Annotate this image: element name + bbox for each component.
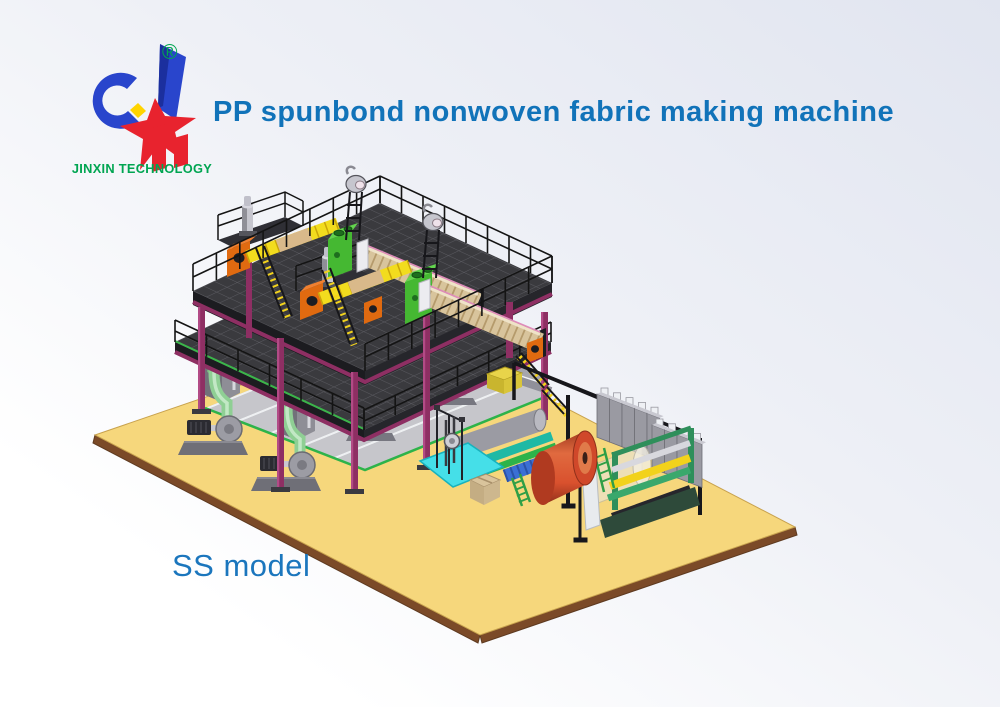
- guard-railings: [192, 175, 553, 371]
- melt-pump-1: [364, 296, 382, 324]
- electrical-cabinets: [596, 387, 707, 488]
- column: [345, 372, 364, 494]
- logo-blue-blade-facet: [158, 44, 170, 108]
- quench-blower-1: [178, 366, 248, 455]
- registered-mark: ®: [162, 41, 178, 64]
- logo-yellow-diamond: [130, 103, 146, 118]
- web-former: [418, 405, 505, 488]
- model-label: SS model: [172, 548, 311, 583]
- access-ladder-2: [321, 267, 359, 347]
- column: [541, 312, 548, 420]
- melt-pump-2: [527, 337, 543, 363]
- logo-red-leg-2: [174, 134, 188, 168]
- packing-box: [468, 473, 502, 505]
- jumbo-fabric-roll: [531, 430, 598, 505]
- brand-name: JINXIN TECHNOLOGY: [71, 161, 213, 176]
- side-staircase: [515, 352, 570, 418]
- access-ladder-1: [255, 245, 293, 321]
- column: [417, 315, 436, 470]
- step-ladder: [510, 473, 532, 507]
- page-title: PP spunbond nonwoven fabric making machi…: [213, 96, 895, 128]
- column: [246, 260, 252, 338]
- logo-red-leg: [152, 124, 166, 172]
- platform-green-trim: [204, 393, 551, 472]
- mast-fan-1: [345, 165, 367, 241]
- column: [271, 338, 290, 492]
- column: [192, 307, 211, 414]
- extruder-line-2: [300, 259, 546, 363]
- company-logo: ®: [92, 41, 196, 172]
- dosing-unit-1: [328, 223, 358, 279]
- logo-blue-crescent: [92, 72, 139, 129]
